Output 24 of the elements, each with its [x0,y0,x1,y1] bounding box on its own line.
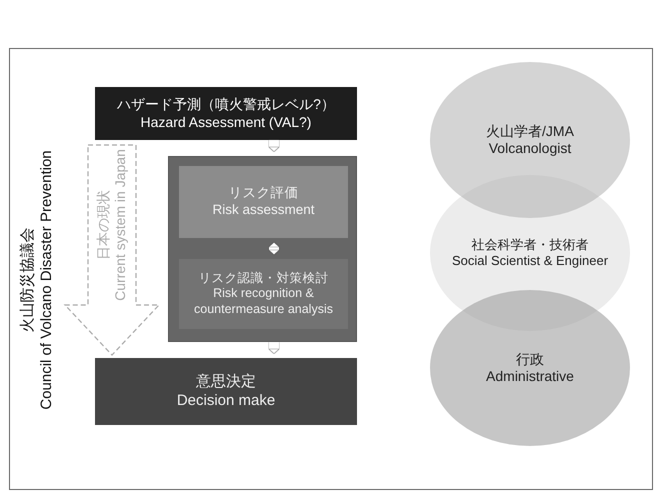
group-panel [168,156,357,342]
vertical-text: 日本の現状 [94,190,112,260]
node-text: 火山学者/JMA [486,122,574,140]
node-text: 行政 [516,350,544,368]
node-text: 意思決定 [196,372,256,392]
process-box [95,87,357,140]
node-text: Social Scientist & Engineer [452,253,608,270]
node-text: Risk assessment [212,202,315,219]
node-text: Administrative [486,368,574,386]
vertical-label: Council of Volcano Disaster Prevention [38,150,56,410]
node-text: リスク評価 [228,185,298,202]
arrow [268,242,280,255]
node-text: Risk recognition & countermeasure analysis [193,286,334,318]
node-text: リスク認識・対策検討 [198,270,328,286]
node-text: 社会科学者・技術者 [472,236,588,253]
dashed-down-arrow [64,144,160,356]
vertical-label: 火山防災協議会 [19,228,38,332]
node-text: ハザード予測（噴火警戒レベル?） [117,96,335,114]
node-text: Decision make [176,392,276,410]
process-box [95,358,357,425]
node-text: Volcanologist [488,140,572,158]
process-box [179,166,348,238]
vertical-text: Current system in Japan [112,149,129,301]
node-text: Hazard Assessment (VAL?) [140,114,312,131]
